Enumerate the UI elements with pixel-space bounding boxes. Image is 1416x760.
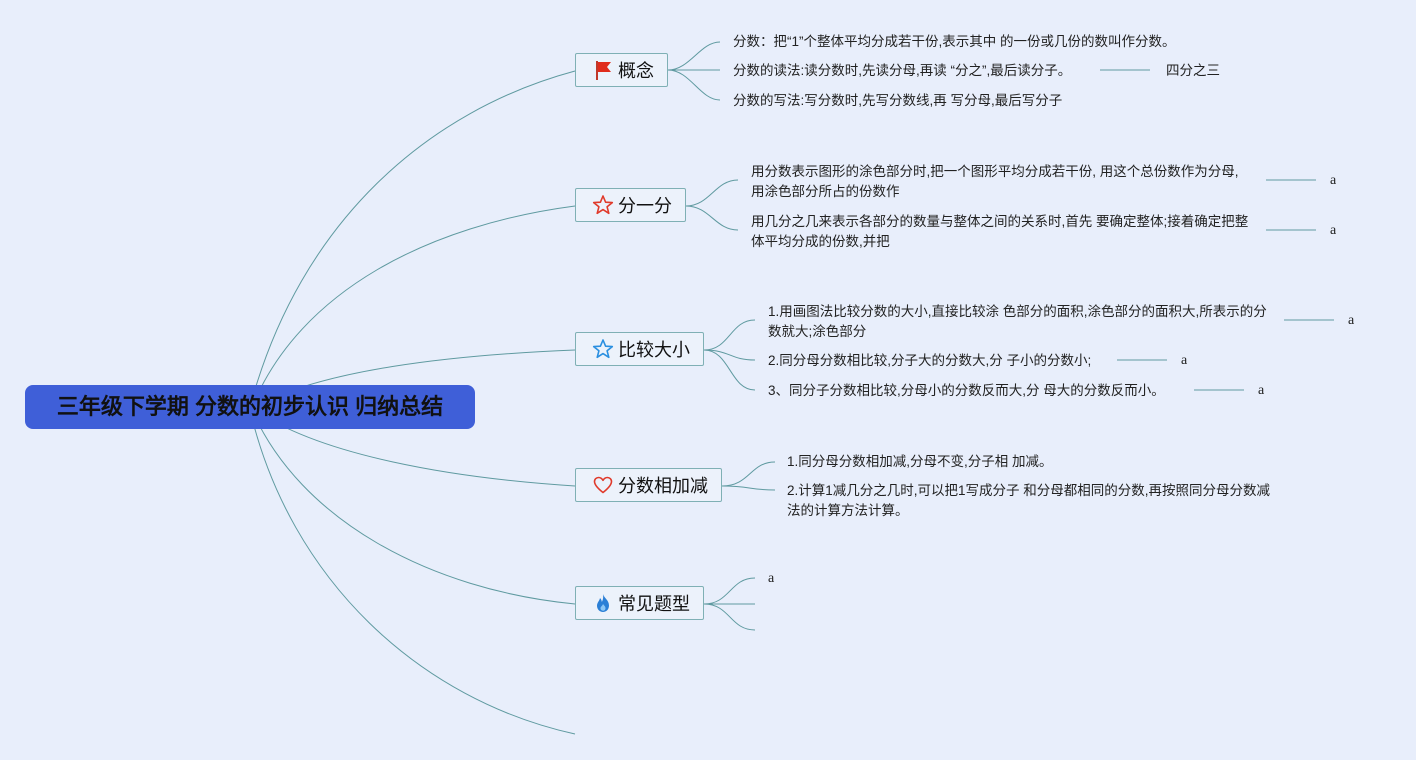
leaf-divide-child-1[interactable]: a [1330,173,1337,188]
branch-label: 常见题型 [618,594,690,614]
connector-root-concept [249,70,576,408]
branch-add-subtract[interactable]: 分数相加减 [575,468,722,502]
root-topic[interactable]: 三年级下学期 分数的初步认识 归纳总结 [25,385,475,429]
branch-label: 概念 [618,61,654,81]
flame-icon [592,592,614,614]
branch-compare[interactable]: 比较大小 [575,332,704,366]
leaf-concept-reading[interactable]: 分数的读法:读分数时,先读分母,再读 “分之”,最后读分子。 [733,63,1072,78]
connector-root-divide [251,205,576,408]
connector-root-extra [249,409,576,735]
leaf-types-placeholder[interactable]: a [768,571,775,586]
leaf-addsub-one-minus[interactable]: 2.计算1减几分之几时,可以把1写成分子 和分母都相同的分数,再按照同分母分数减… [787,483,1271,518]
leaf-compare-child-1[interactable]: a [1348,313,1355,328]
branch-common-types[interactable]: 常见题型 [575,586,704,620]
leaf-compare-same-denominator[interactable]: 2.同分母分数相比较,分子大的分数大,分 子小的分数小; [768,353,1092,368]
leaf-divide-shaded-area[interactable]: 用分数表示图形的涂色部分时,把一个图形平均分成若干份, 用这个总份数作为分母,用… [751,164,1239,199]
star-outline-blue-icon [592,338,614,360]
leaf-divide-child-2[interactable]: a [1330,223,1337,238]
branch-label: 分数相加减 [618,476,708,496]
branch-divide[interactable]: 分一分 [575,188,686,222]
leaf-concept-writing[interactable]: 分数的写法:写分数时,先写分数线,再 写分母,最后写分子 [733,93,1063,108]
leaf-compare-same-numerator[interactable]: 3、同分子分数相比较,分母小的分数反而大,分 母大的分数反而小。 [768,383,1165,398]
leaf-concept-definition[interactable]: 分数：把“1”个整体平均分成若干份,表示其中 的一份或几份的数叫作分数。 [733,34,1176,49]
leaf-concept-reading-example[interactable]: 四分之三 [1166,63,1220,78]
heart-outline-icon [592,474,614,496]
leaf-compare-child-2[interactable]: a [1181,353,1188,368]
leaf-compare-drawing[interactable]: 1.用画图法比较分数的大小,直接比较涂 色部分的面积,涂色部分的面积大,所表示的… [768,304,1267,339]
branch-label: 比较大小 [618,340,690,360]
leaf-addsub-same-denominator[interactable]: 1.同分母分数相加减,分母不变,分子相 加减。 [787,454,1053,469]
leaf-divide-relation[interactable]: 用几分之几来表示各部分的数量与整体之间的关系时,首先 要确定整体;接着确定把整体… [751,214,1249,249]
red-flag-icon [592,59,614,81]
branch-label: 分一分 [618,196,672,216]
star-outline-red-icon [592,194,614,216]
connector-root-types [251,409,576,605]
leaf-compare-child-3[interactable]: a [1258,383,1265,398]
branch-concept[interactable]: 概念 [575,53,668,87]
